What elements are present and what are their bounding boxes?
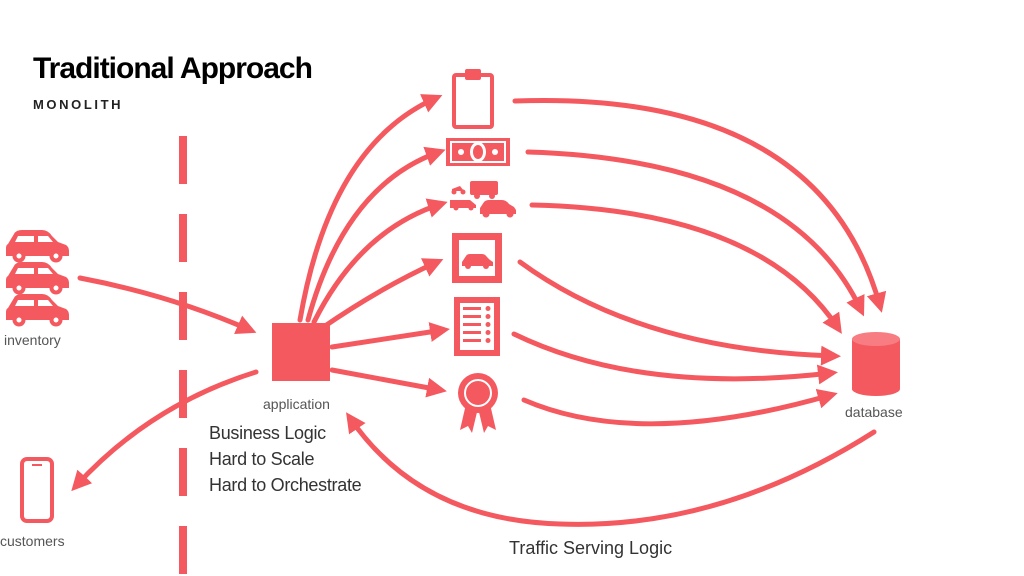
application-box-icon	[272, 323, 330, 381]
vehicles-icon	[450, 181, 516, 218]
phone-icon	[20, 457, 54, 523]
arrow-app-to-clipboard	[297, 94, 443, 323]
arrow-clipboard-to-database	[512, 97, 887, 313]
arrow-car-photo-to-database	[517, 259, 841, 366]
money-icon	[446, 138, 510, 166]
arrow-inventory-to-application	[77, 275, 257, 334]
checklist-icon	[454, 297, 500, 356]
application-label: application	[263, 396, 330, 412]
arrow-app-to-car-photo	[319, 258, 444, 331]
arrow-award-to-database	[521, 388, 838, 427]
customers-label: customers	[0, 533, 65, 549]
car-photo-icon	[452, 233, 502, 283]
note-hard-to-orchestrate: Hard to Orchestrate	[209, 475, 362, 495]
page-subtitle: MONOLITH	[33, 97, 124, 112]
inventory-label: inventory	[4, 332, 61, 348]
arrow-checklist-to-database	[511, 331, 838, 385]
note-business-logic: Business Logic	[209, 423, 326, 443]
database-label: database	[845, 404, 903, 420]
arrow-application-to-customers	[71, 369, 259, 492]
arrow-money-to-database	[525, 149, 865, 317]
application-notes: Business Logic Hard to Scale Hard to Orc…	[209, 420, 362, 498]
arrow-vehicles-to-database	[529, 202, 842, 334]
page-title: Traditional Approach	[33, 52, 313, 85]
arrow-database-to-application	[346, 412, 877, 527]
note-hard-to-scale: Hard to Scale	[209, 449, 315, 469]
traffic-serving-logic-label: Traffic Serving Logic	[509, 538, 673, 558]
award-ribbon-icon	[458, 373, 498, 433]
arrow-app-to-checklist	[329, 322, 450, 350]
arrow-app-to-money	[305, 146, 446, 323]
arrow-app-to-award	[329, 367, 447, 398]
cars-icon	[6, 230, 69, 327]
clipboard-icon	[452, 69, 494, 129]
arrow-app-to-vehicles	[311, 198, 448, 325]
database-cylinder-icon	[852, 332, 900, 396]
